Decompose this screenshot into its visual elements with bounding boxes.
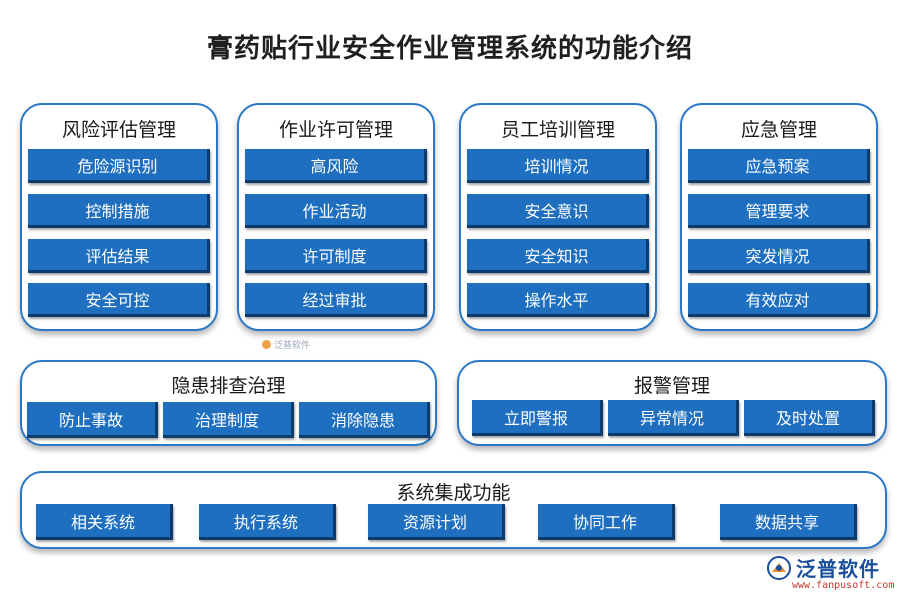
item-control-measures: 控制措施 xyxy=(28,194,210,228)
item-related-systems: 相关系统 xyxy=(36,504,173,540)
item-data-sharing: 数据共享 xyxy=(720,504,857,540)
page-title: 膏药贴行业安全作业管理系统的功能介绍 xyxy=(206,34,693,64)
item-management-requirements: 管理要求 xyxy=(688,194,870,228)
panel-title: 报警管理 xyxy=(633,375,710,397)
item-timely-handling: 及时处置 xyxy=(744,400,875,436)
item-collaborative-work: 协同工作 xyxy=(538,504,675,540)
panel-title: 应急管理 xyxy=(740,119,817,141)
item-execution-system: 执行系统 xyxy=(199,504,336,540)
panel-staff-training: 员工培训管理 培训情况 安全意识 安全知识 操作水平 xyxy=(459,103,657,331)
panel-title: 隐患排查治理 xyxy=(171,375,286,397)
brand-logo-icon xyxy=(767,555,791,580)
item-sudden-situation: 突发情况 xyxy=(688,239,870,273)
panel-risk-assessment: 风险评估管理 危险源识别 控制措施 评估结果 安全可控 xyxy=(20,103,218,331)
panel-emergency: 应急管理 应急预案 管理要求 突发情况 有效应对 xyxy=(680,103,878,331)
item-training-status: 培训情况 xyxy=(467,149,649,183)
panel-alarm: 报警管理 立即警报 异常情况 及时处置 xyxy=(457,360,887,446)
item-hazard-identification: 危险源识别 xyxy=(28,149,210,183)
item-eliminate-hazards: 消除隐患 xyxy=(299,402,430,438)
brand-name: 泛普软件 xyxy=(796,557,880,581)
brand-url: www.fanpusoft.com xyxy=(792,580,895,591)
item-resource-planning: 资源计划 xyxy=(368,504,505,540)
panel-hazard-investigation: 隐患排查治理 防止事故 治理制度 消除隐患 xyxy=(20,360,437,446)
panel-title: 员工培训管理 xyxy=(500,119,615,141)
item-approved: 经过审批 xyxy=(245,283,427,317)
panel-title: 系统集成功能 xyxy=(396,482,511,504)
watermark-text: 泛普软件 xyxy=(274,341,311,351)
brand-logo: 泛普软件 xyxy=(766,553,880,582)
watermark: 泛普软件 xyxy=(262,338,310,351)
item-abnormal-situation: 异常情况 xyxy=(608,400,739,436)
item-operation-level: 操作水平 xyxy=(467,283,649,317)
panel-title: 风险评估管理 xyxy=(61,119,176,141)
item-prevent-accidents: 防止事故 xyxy=(27,402,158,438)
panel-system-integration: 系统集成功能 相关系统 执行系统 资源计划 协同工作 数据共享 xyxy=(20,471,887,549)
item-immediate-alarm: 立即警报 xyxy=(472,400,603,436)
item-effective-response: 有效应对 xyxy=(688,283,870,317)
item-safety-awareness: 安全意识 xyxy=(467,194,649,228)
item-safety-knowledge: 安全知识 xyxy=(467,239,649,273)
watermark-logo-icon xyxy=(262,340,271,349)
panel-work-permit: 作业许可管理 高风险 作业活动 许可制度 经过审批 xyxy=(237,103,435,331)
item-permit-system: 许可制度 xyxy=(245,239,427,273)
item-work-activities: 作业活动 xyxy=(245,194,427,228)
item-safety-controllable: 安全可控 xyxy=(28,283,210,317)
item-governance-system: 治理制度 xyxy=(163,402,294,438)
item-emergency-plan: 应急预案 xyxy=(688,149,870,183)
item-high-risk: 高风险 xyxy=(245,149,427,183)
panel-title: 作业许可管理 xyxy=(278,119,393,141)
item-assessment-results: 评估结果 xyxy=(28,239,210,273)
